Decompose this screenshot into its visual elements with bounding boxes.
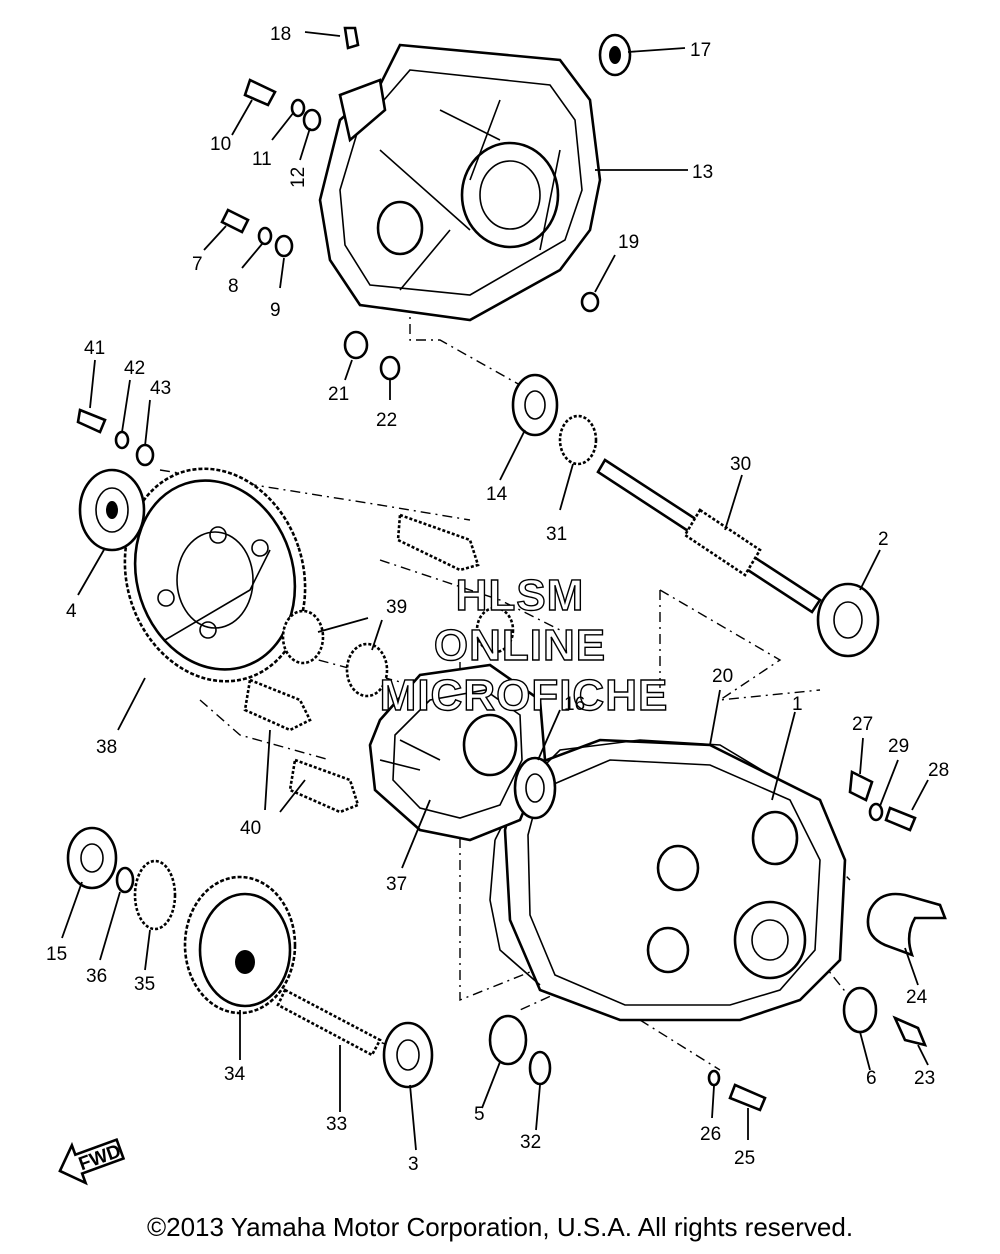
pinion-shaft [396,513,480,572]
upper-cover [318,43,602,322]
part-label-18: 18 [270,24,291,45]
part-label-30: 30 [730,454,751,475]
shaft-30 [596,458,822,614]
bearing-3 [382,1021,434,1089]
fwd-label: FWD [76,1141,124,1176]
part-label-41: 41 [84,338,105,359]
middle-housing [368,663,547,842]
seal-16 [513,756,557,820]
part-label-2: 2 [878,529,889,550]
part-label-5: 5 [474,1104,485,1125]
part-label-19: 19 [618,232,639,253]
bearing-2 [816,582,880,658]
part-label-20: 20 [712,666,733,687]
part-label-24: 24 [906,987,928,1008]
part-label-3: 3 [408,1154,419,1175]
part-label-26: 26 [700,1124,721,1145]
part-label-29: 29 [888,736,909,757]
part-label-40: 40 [240,818,261,839]
pinion-gear-upper [475,606,515,654]
part-label-1: 1 [792,694,803,715]
part-label-11: 11 [252,149,272,170]
part-label-13: 13 [692,162,713,183]
part-label-10: 10 [210,134,231,155]
part-label-39: 39 [386,597,407,618]
part-label-34: 34 [224,1064,246,1085]
bearing-4 [78,468,146,552]
part-label-9: 9 [270,300,281,321]
needle-bearing-31 [558,414,598,466]
part-label-17: 17 [690,40,711,61]
watermark-line-3: MICROFICHE [380,671,669,720]
part-label-14: 14 [486,484,508,505]
seal-5 [488,1014,528,1066]
part-label-43: 43 [150,378,171,399]
part-label-31: 31 [546,524,567,545]
part-label-8: 8 [228,276,239,297]
part-label-25: 25 [734,1148,755,1169]
part-label-23: 23 [914,1068,935,1089]
part-label-32: 32 [520,1132,541,1153]
copyright-notice: ©2013 Yamaha Motor Corporation, U.S.A. A… [146,1212,854,1242]
seal-6 [842,986,878,1034]
pinion-gears-39 [281,609,389,698]
fwd-arrow: FWD [58,1137,126,1186]
ring-gear [123,467,307,683]
pipe-24 [866,892,947,958]
bearing-14 [511,373,559,437]
part-label-4: 4 [66,601,77,622]
part-label-42: 42 [124,358,145,379]
pinion-gears-40 [243,678,360,814]
shaft-33 [276,988,382,1057]
seal-17 [598,33,632,77]
part-label-7: 7 [192,254,203,275]
part-label-27: 27 [852,714,873,735]
part-label-37: 37 [386,874,407,895]
part-label-33: 33 [326,1114,347,1135]
part-label-28: 28 [928,760,949,781]
part-label-36: 36 [86,966,107,987]
ring-32 [528,1050,552,1086]
fasteners [76,26,928,1112]
part-label-38: 38 [96,737,117,758]
main-case [503,738,847,1022]
leader-lines [61,31,929,1151]
part-label-21: 21 [328,384,349,405]
part-label-22: 22 [376,410,397,431]
part-label-35: 35 [134,974,155,995]
gear-34 [183,875,297,1015]
watermark: HLSM ONLINE MICROFICHE [379,570,669,720]
part-label-15: 15 [46,944,67,965]
part-labels: 18 17 10 11 12 13 7 8 9 19 41 42 43 21 2… [46,24,949,1175]
part-label-6: 6 [866,1068,877,1089]
watermark-line-2: ONLINE [434,621,606,670]
lower-left-parts [66,826,177,931]
part-label-16: 16 [564,694,585,715]
part-label-12: 12 [288,167,309,188]
watermark-line-1: HLSM [456,571,585,620]
